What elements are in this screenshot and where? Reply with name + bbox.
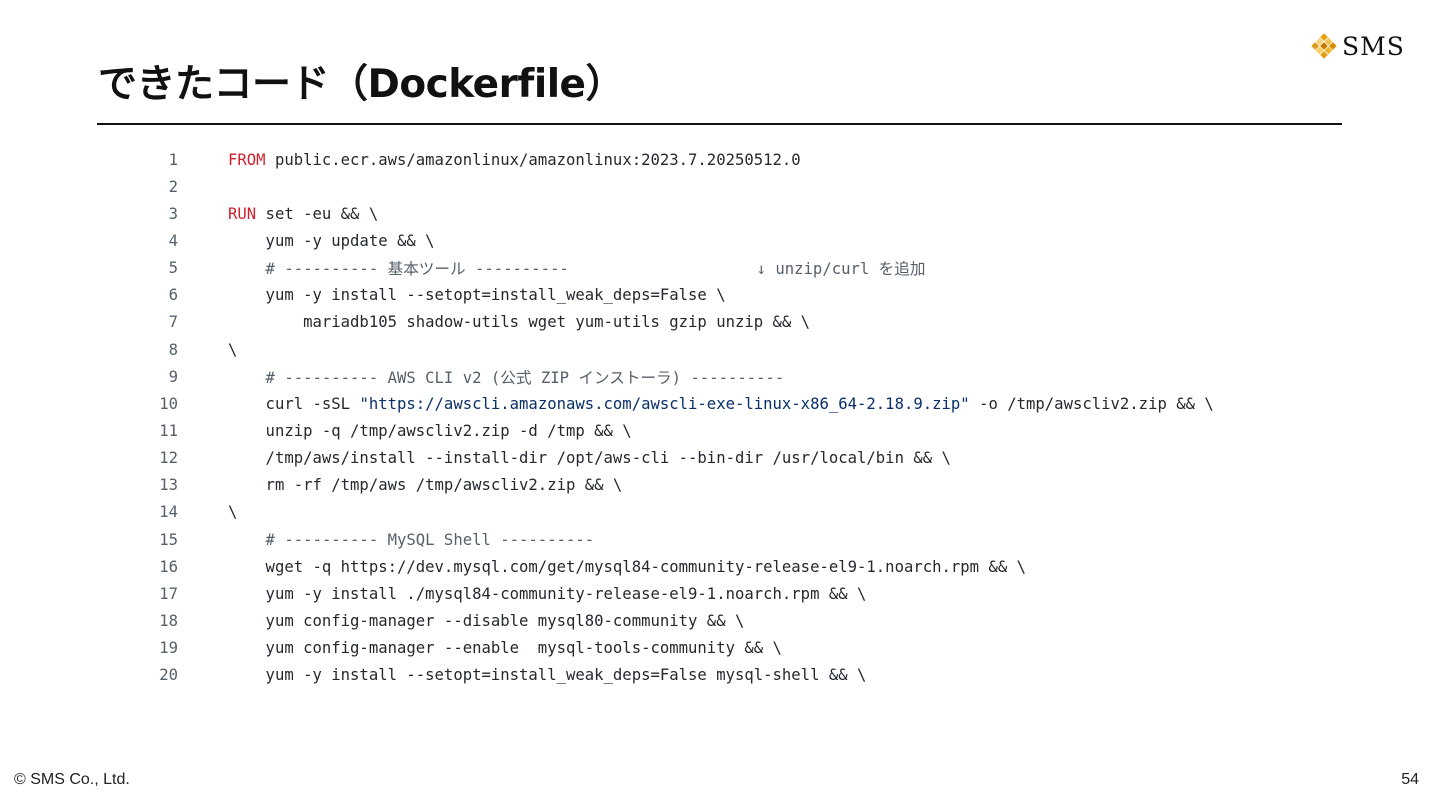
code-token-plain: -o /tmp/awscliv2.zip && \ xyxy=(969,394,1214,413)
code-text: /tmp/aws/install --install-dir /opt/aws-… xyxy=(228,449,951,467)
line-number: 7 xyxy=(168,313,178,332)
code-line: 7 mariadb105 shadow-utils wget yum-utils… xyxy=(140,309,1300,336)
code-token-plain: mariadb105 shadow-utils wget yum-utils g… xyxy=(228,313,811,332)
code-token-plain: unzip -q /tmp/awscliv2.zip -d /tmp && \ xyxy=(228,421,632,440)
code-line: 12 /tmp/aws/install --install-dir /opt/a… xyxy=(140,445,1300,472)
code-token-plain: \ xyxy=(228,503,238,522)
code-line: 8\ xyxy=(140,336,1300,363)
code-line: 19 yum config-manager --enable mysql-too… xyxy=(140,635,1300,662)
code-line: 2 xyxy=(140,173,1300,200)
copyright-notice: © SMS Co., Ltd. xyxy=(14,771,130,788)
code-text: FROM public.ecr.aws/amazonlinux/amazonli… xyxy=(228,151,801,169)
code-line: 10 curl -sSL "https://awscli.amazonaws.c… xyxy=(140,390,1300,417)
code-token-plain: yum -y install --setopt=install_weak_dep… xyxy=(228,666,867,685)
code-line: 11 unzip -q /tmp/awscliv2.zip -d /tmp &&… xyxy=(140,417,1300,444)
code-token-plain: yum config-manager --enable mysql-tools-… xyxy=(228,639,782,658)
code-line: 6 yum -y install --setopt=install_weak_d… xyxy=(140,282,1300,309)
code-text: # ---------- 基本ツール ---------- ↓ unzip/cu… xyxy=(228,257,926,279)
code-line: 14 \ xyxy=(140,499,1300,526)
title-divider xyxy=(97,123,1342,125)
code-text: rm -rf /tmp/aws /tmp/awscliv2.zip && \ xyxy=(228,476,623,495)
line-number: 8 xyxy=(168,340,178,359)
code-token-comment: # ---------- MySQL Shell ---------- xyxy=(228,530,595,549)
code-token-plain: \ xyxy=(228,340,238,359)
line-number: 17 xyxy=(159,584,178,603)
line-number: 20 xyxy=(159,666,178,685)
code-token-comment: # ---------- AWS CLI v2 (公式 ZIP インストーラ) … xyxy=(228,368,785,387)
code-text: \ xyxy=(228,503,237,521)
line-number: 11 xyxy=(159,421,178,440)
code-token-plain: yum -y install --setopt=install_weak_dep… xyxy=(228,286,726,305)
code-text: yum -y install --setopt=install_weak_dep… xyxy=(228,666,867,685)
code-text: RUN set -eu && \ xyxy=(228,205,378,223)
line-number: 1 xyxy=(168,150,178,169)
code-block: 1 FROM public.ecr.aws/amazonlinux/amazonl… xyxy=(140,146,1300,689)
code-text: yum -y update && \ xyxy=(228,232,435,250)
line-number: 3 xyxy=(168,204,178,223)
code-token-plain: wget -q https://dev.mysql.com/get/mysql8… xyxy=(228,557,1026,576)
code-token-plain: yum -y install ./mysql84-community-relea… xyxy=(228,584,867,603)
code-token-plain: curl -sSL xyxy=(228,394,360,413)
code-token-plain: set -eu && \ xyxy=(256,204,379,223)
line-number: 5 xyxy=(168,259,178,278)
line-number: 19 xyxy=(159,639,178,658)
line-number: 14 xyxy=(159,503,178,522)
line-number: 18 xyxy=(159,611,178,630)
line-number: 13 xyxy=(159,476,178,495)
code-line: 16 wget -q https://dev.mysql.com/get/mys… xyxy=(140,553,1300,580)
code-line: 1 FROM public.ecr.aws/amazonlinux/amazonl… xyxy=(140,146,1300,173)
code-text: yum -y install --setopt=install_weak_dep… xyxy=(228,286,726,304)
code-token-keyword: RUN xyxy=(228,204,257,223)
code-line: 15 # ---------- MySQL Shell ---------- xyxy=(140,526,1300,553)
code-line: 3 RUN set -eu && \ xyxy=(140,200,1300,227)
code-token-keyword: FROM xyxy=(228,150,266,169)
code-text: curl -sSL "https://awscli.amazonaws.com/… xyxy=(228,395,1214,413)
code-token-plain: /tmp/aws/install --install-dir /opt/aws-… xyxy=(228,449,951,468)
line-number: 16 xyxy=(159,557,178,576)
code-text: yum config-manager --enable mysql-tools-… xyxy=(228,639,782,657)
company-logo: SMS xyxy=(1310,30,1405,62)
line-number: 9 xyxy=(168,367,178,386)
code-line: 18 yum config-manager --disable mysql80-… xyxy=(140,607,1300,634)
code-line: 20 yum -y install --setopt=install_weak_… xyxy=(140,662,1300,689)
slide-title: できたコード（Dockerfile） xyxy=(98,62,625,107)
line-number: 6 xyxy=(168,286,178,305)
code-line: 13 rm -rf /tmp/aws /tmp/awscliv2.zip && … xyxy=(140,472,1300,499)
code-token-comment: # ---------- 基本ツール ---------- ↓ unzip/cu… xyxy=(228,260,926,279)
diamond-mosaic-logo-icon xyxy=(1311,33,1337,59)
code-text: \ xyxy=(228,341,237,359)
code-text: # ---------- AWS CLI v2 (公式 ZIP インストーラ) … xyxy=(228,366,785,388)
code-line: 4 yum -y update && \ xyxy=(140,227,1300,254)
code-token-plain: public.ecr.aws/amazonlinux/amazonlinux:2… xyxy=(265,150,801,169)
code-line: 9 # ---------- AWS CLI v2 (公式 ZIP インストーラ… xyxy=(140,363,1300,390)
page-number: 54 xyxy=(1401,771,1419,788)
code-text: # ---------- MySQL Shell ---------- xyxy=(228,530,595,549)
line-number: 10 xyxy=(159,394,178,413)
line-number: 4 xyxy=(168,231,178,250)
code-text: unzip -q /tmp/awscliv2.zip -d /tmp && \ xyxy=(228,422,632,440)
code-text: wget -q https://dev.mysql.com/get/mysql8… xyxy=(228,558,1026,576)
code-text: yum -y install ./mysql84-community-relea… xyxy=(228,584,867,603)
logo-text: SMS xyxy=(1342,31,1405,61)
code-token-plain: yum config-manager --disable mysql80-com… xyxy=(228,611,745,630)
code-text: mariadb105 shadow-utils wget yum-utils g… xyxy=(228,313,810,331)
code-token-plain: rm -rf /tmp/aws /tmp/awscliv2.zip && \ xyxy=(228,476,623,495)
code-line: 5 # ---------- 基本ツール ---------- ↓ unzip/… xyxy=(140,255,1300,282)
line-number: 12 xyxy=(159,449,178,468)
code-token-plain: yum -y update && \ xyxy=(228,231,435,250)
line-number: 2 xyxy=(168,177,178,196)
line-number: 15 xyxy=(159,530,178,549)
code-token-string: "https://awscli.amazonaws.com/awscli-exe… xyxy=(359,394,970,413)
code-text: yum config-manager --disable mysql80-com… xyxy=(228,611,745,630)
code-line: 17 yum -y install ./mysql84-community-re… xyxy=(140,580,1300,607)
